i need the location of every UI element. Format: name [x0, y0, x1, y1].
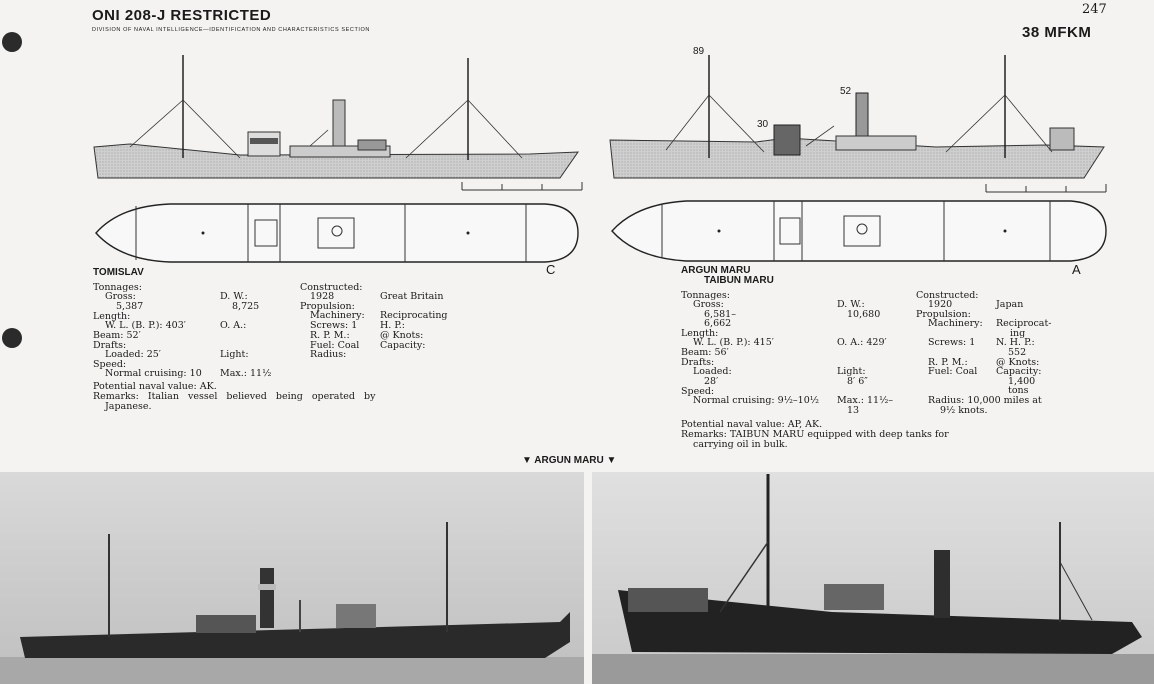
label-drafts: Drafts: — [93, 340, 127, 351]
label-constructed: Constructed: — [300, 282, 363, 293]
label-dw: D. W.: — [837, 299, 865, 310]
label-radius: Radius: — [310, 349, 347, 360]
remarks-line-2: carrying oil in bulk. — [693, 439, 788, 450]
label-propulsion: Propulsion: — [916, 309, 971, 320]
remarks-line-1: Remarks: TAIBUN MARU equipped with deep … — [681, 429, 949, 440]
label-length: Length: — [681, 328, 719, 339]
value-loaded: 28′ — [704, 376, 719, 387]
value-machinery-2: ing — [1010, 328, 1026, 339]
naval-value: Potential naval value: AP, AK. — [681, 419, 823, 430]
label-gross: Gross: — [693, 299, 724, 310]
profile-mark-c: C — [546, 262, 556, 277]
tomislav-profile-drawing — [93, 55, 583, 191]
label-wl: W. L. (B. P.): 403′ — [105, 320, 186, 331]
label-capacity: Capacity: — [996, 366, 1042, 377]
photo-caption: ▼ ARGUN MARU ▼ — [522, 455, 617, 466]
label-gross: Gross: — [105, 291, 136, 302]
label-knots: @ Knots: — [996, 357, 1040, 368]
value-radius-2: 9½ knots. — [940, 405, 988, 416]
value-machinery-1: Reciprocat- — [996, 318, 1052, 329]
label-max-speed: Max.: 11½– — [837, 395, 894, 406]
label-tonnages: Tonnages: — [681, 290, 730, 301]
tomislav-plan-drawing — [95, 203, 579, 263]
label-speed: Speed: — [681, 386, 715, 397]
sheet-code: 38 MFKM — [1022, 24, 1092, 41]
argun-maru-profile-drawing — [609, 55, 1107, 193]
profile-mark-a: A — [1072, 262, 1081, 277]
label-capacity: Capacity: — [380, 340, 426, 351]
argun-maru-plan-drawing — [611, 200, 1107, 262]
value-capacity-2: tons — [1008, 385, 1029, 396]
value-light: 8′ 6″ — [847, 376, 868, 387]
label-machinery: Machinery: — [928, 318, 983, 329]
label-rpm: R. P. M.: — [928, 357, 968, 368]
value-machinery: Reciprocating — [380, 310, 448, 321]
value-year: 1920 — [928, 299, 953, 310]
label-speed: Speed: — [93, 359, 127, 370]
value-gross-1: 6,581– — [704, 309, 736, 320]
binder-hole-top — [2, 32, 22, 52]
label-length: Length: — [93, 311, 131, 322]
label-max-speed: Max.: 11½ — [220, 368, 272, 379]
label-hp: H. P.: — [380, 320, 406, 331]
photo-argun-maru-port — [0, 472, 584, 684]
value-builder: Japan — [996, 299, 1024, 310]
value-year: 1928 — [310, 291, 335, 302]
label-constructed: Constructed: — [916, 290, 979, 301]
label-nhp: N. H. P.: — [996, 337, 1035, 348]
remarks-line-2: Japanese. — [105, 401, 152, 412]
callout-89: 89 — [693, 46, 705, 57]
photo-argun-maru-starboard — [592, 472, 1154, 684]
value-dw: 8,725 — [232, 301, 260, 312]
value-builder: Great Britain — [380, 291, 444, 302]
label-light: Light: — [837, 366, 866, 377]
document-title: ONI 208-J RESTRICTED — [92, 7, 272, 24]
label-light: Light: — [220, 349, 249, 360]
value-gross: 5,387 — [116, 301, 144, 312]
label-loaded: Loaded: 25′ — [105, 349, 161, 360]
ship-name-taibun-maru: TAIBUN MARU — [704, 275, 774, 286]
remarks-line-1: Remarks: Italian vessel believed being o… — [93, 391, 376, 402]
value-gross-2: 6,662 — [704, 318, 732, 329]
label-oa: O. A.: — [220, 320, 247, 331]
label-propulsion: Propulsion: — [300, 301, 355, 312]
label-fuel: Fuel: Coal — [928, 366, 978, 377]
binder-hole-middle — [2, 328, 22, 348]
label-rpm: R. P. M.: — [310, 330, 350, 341]
label-tonnages: Tonnages: — [93, 282, 142, 293]
label-radius: Radius: 10,000 miles at — [928, 395, 1042, 406]
label-fuel: Fuel: Coal — [310, 340, 360, 351]
label-oa: O. A.: 429′ — [837, 337, 887, 348]
label-wl: W. L. (B. P.): 415′ — [693, 337, 774, 348]
ship-name-tomislav: TOMISLAV — [93, 267, 144, 278]
label-beam: Beam: 56′ — [681, 347, 729, 358]
value-nhp: 552 — [1008, 347, 1027, 358]
label-cruising: Normal cruising: 9½–10½ — [693, 395, 819, 406]
label-cruising: Normal cruising: 10 — [105, 368, 202, 379]
callout-52: 52 — [840, 86, 852, 97]
label-screws: Screws: 1 — [310, 320, 358, 331]
page-number: 247 — [1082, 2, 1107, 17]
label-machinery: Machinery: — [310, 310, 365, 321]
label-dw: D. W.: — [220, 291, 248, 302]
naval-value: Potential naval value: AK. — [93, 381, 217, 392]
label-knots: @ Knots: — [380, 330, 424, 341]
value-dw: 10,680 — [847, 309, 881, 320]
value-max-speed-2: 13 — [847, 405, 860, 416]
label-screws: Screws: 1 — [928, 337, 976, 348]
label-beam: Beam: 52′ — [93, 330, 141, 341]
label-drafts: Drafts: — [681, 357, 715, 368]
label-loaded: Loaded: — [693, 366, 732, 377]
callout-30: 30 — [757, 119, 769, 130]
value-capacity-1: 1,400 — [1008, 376, 1036, 387]
ship-name-argun-maru: ARGUN MARU — [681, 265, 751, 276]
document-subtitle: DIVISION OF NAVAL INTELLIGENCE—IDENTIFIC… — [92, 27, 370, 33]
